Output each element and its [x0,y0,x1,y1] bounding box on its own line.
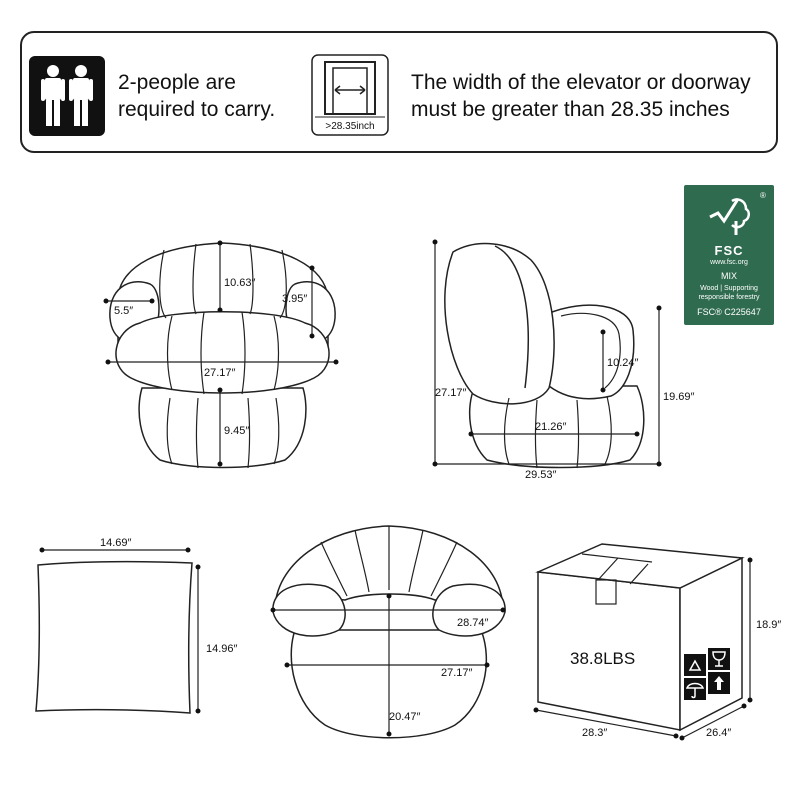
people-required-text: 2-people are required to carry. [118,71,276,121]
fsc-site: www.fsc.org [710,259,748,266]
side-seat-height-label: 19.69″ [663,391,695,403]
fsc-code: FSC® C225647 [697,307,761,317]
box-height-label: 18.9″ [756,619,781,631]
side-base-width-label: 21.26″ [535,421,567,433]
fsc-label: ® FSC www.fsc.org MIX Wood | Supporting … [684,185,774,325]
shipping-box-diagram: 38.8LBS 18.9″ 28.3″ 26.4″ [533,543,781,741]
two-people-icon [29,56,105,136]
fsc-desc: Wood | Supporting responsible forestry [698,285,760,301]
fsc-registered-mark: ® [760,191,766,200]
box-length-label: 28.3″ [582,727,607,739]
recycle-icon [684,654,706,676]
fsc-mix: MIX [720,271,737,281]
fragile-glass-icon [708,648,730,670]
pillow-height-label: 14.96″ [206,643,238,655]
front-width-label: 27.17″ [204,367,236,379]
box-weight-label: 38.8LBS [570,649,635,668]
chair-side-view: 27.17″ 10.24″ 19.69″ 21.26″ 29.53″ [432,239,695,481]
fsc-brand: FSC [714,243,744,258]
top-inner-width-label: 28.74″ [457,617,489,629]
door-width-label: >28.35inch [325,121,374,132]
keep-dry-umbrella-icon [684,678,706,700]
pillow-diagram: 14.69″ 14.96″ [35,537,238,714]
front-base-height-label: 9.45″ [224,425,249,437]
chair-front-view: 10.63″ 5.5″ 3.95″ 27.17″ 9.45″ [103,240,339,469]
pillow-width-label: 14.69″ [100,537,132,549]
side-depth-label: 29.53″ [525,469,557,481]
chair-top-view: 28.74″ 27.17″ 20.47″ [270,525,506,739]
box-width-label: 26.4″ [706,727,731,739]
doorway-icon: >28.35inch [311,54,389,136]
front-arm-depth-label: 5.5″ [114,305,133,317]
top-depth-label: 20.47″ [389,711,421,723]
this-way-up-icon [708,672,730,694]
front-arm-height-label: 3.95″ [282,293,307,305]
side-arm-height-label: 10.24″ [607,357,639,369]
box-handling-icons [684,648,730,700]
fsc-tree-check-icon [709,198,750,235]
doorway-requirement-text: The width of the elevator or doorway mus… [411,71,751,121]
top-width-label: 27.17″ [441,667,473,679]
front-back-height-label: 10.63″ [224,277,256,289]
info-banner [20,31,778,153]
side-total-height-label: 27.17″ [435,387,467,399]
